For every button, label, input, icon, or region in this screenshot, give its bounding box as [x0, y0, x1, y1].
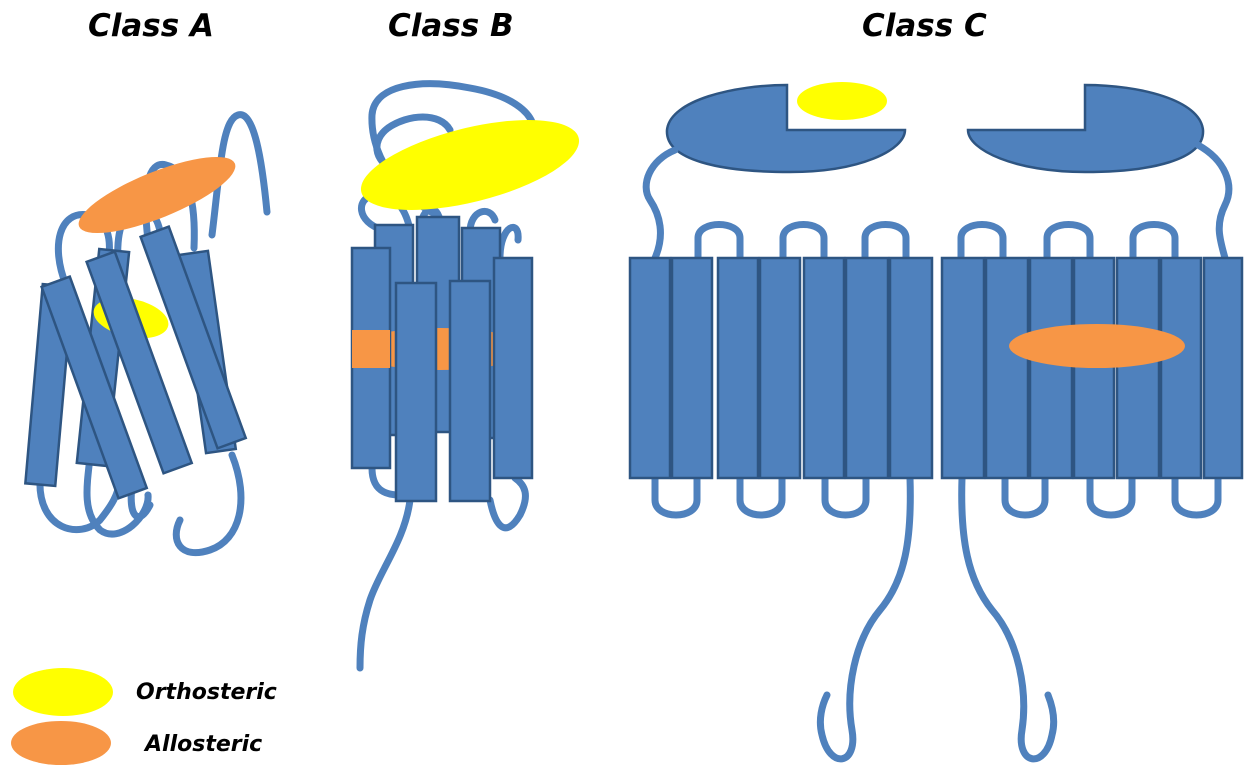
class-c-vft-right: [968, 85, 1203, 172]
class-b-helix-3: [450, 281, 490, 501]
class-c-allosteric-site: [1009, 324, 1185, 368]
class-b-helix-2: [396, 283, 436, 501]
legend-allosteric-swatch: [11, 721, 111, 765]
legend-allosteric-label: Allosteric: [145, 732, 262, 757]
class-c-right-helix-6: [1161, 258, 1201, 478]
class-c-right-helix-3: [1030, 258, 1072, 478]
class-c-helices-left: [630, 258, 932, 478]
class-c-right-helix-4: [1074, 258, 1114, 478]
class-c-left-helix-1: [630, 258, 670, 478]
class-c-left-helix-5: [804, 258, 844, 478]
legend-orthosteric-label: Orthosteric: [136, 680, 277, 705]
class-c-left-helix-4: [760, 258, 800, 478]
class-b-helix-4: [494, 258, 532, 478]
class-c-left-helix-7: [890, 258, 932, 478]
class-c-receptor: [630, 82, 1242, 759]
class-c-right-helix-2: [986, 258, 1028, 478]
class-c-left-helix-2: [672, 258, 712, 478]
class-c-helices-right: [942, 258, 1242, 478]
class-c-right-helix-1: [942, 258, 984, 478]
class-c-right-helix-5: [1117, 258, 1159, 478]
class-c-left-helix-3: [718, 258, 758, 478]
class-c-orthosteric-site: [797, 82, 887, 120]
class-b-orthosteric-site: [352, 102, 587, 228]
legend-orthosteric-swatch: [13, 668, 113, 716]
legend: [11, 668, 113, 765]
class-c-right-helix-7: [1204, 258, 1242, 478]
class-a-receptor: [25, 115, 267, 553]
class-b-receptor: [352, 84, 588, 668]
class-c-left-helix-6: [846, 258, 888, 478]
